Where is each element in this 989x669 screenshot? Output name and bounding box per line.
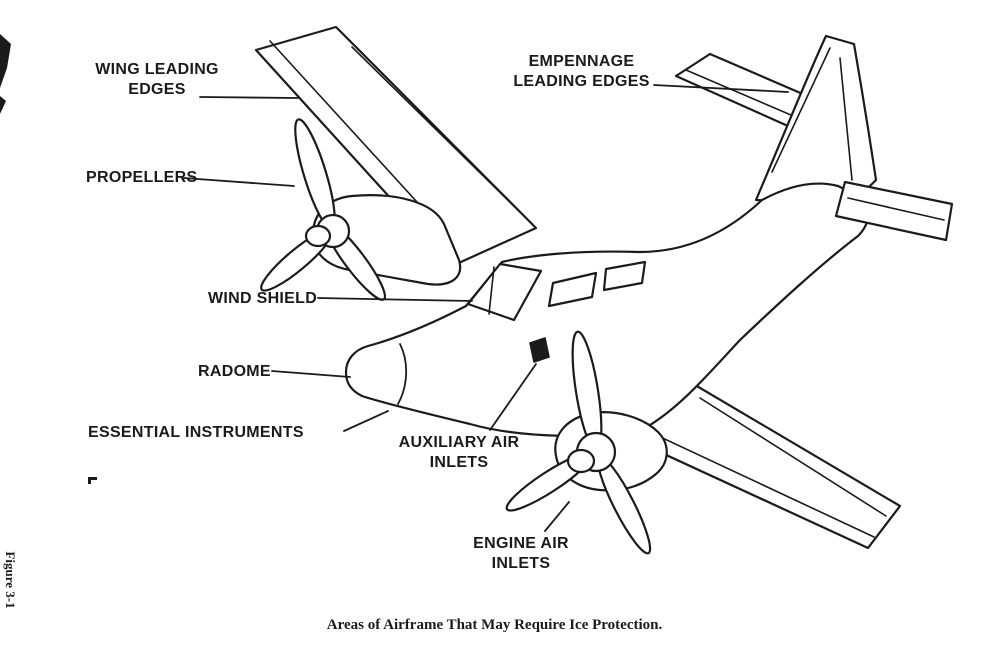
fin-deicer-boot-line [771,47,831,173]
leader-line-essential-instruments [343,410,389,432]
figure-number: Figure 3-1 [3,551,18,609]
right-propeller [505,330,652,555]
scan-artifact [0,34,97,484]
left-propeller-spinner [304,224,332,248]
radome-panel-line [397,343,408,405]
label-auxiliary-air-inlets: AUXILIARY AIR INLETS [398,434,520,471]
leader-line-wing-leading-edges [199,96,299,99]
cabin-window [602,260,647,292]
leader-line-radome [271,370,351,378]
right-wing-flap-line [699,397,887,517]
leader-line-auxiliary-air-inlets [489,363,537,431]
right-horizontal-stabilizer [834,180,954,242]
label-radome: RADOME [198,363,271,380]
leader-line-empennage-leading-edges [653,84,789,93]
right-propeller-spinner [566,448,596,474]
leader-line-wind-shield [317,297,473,302]
label-wind-shield: WIND SHIELD [208,290,318,307]
leader-line-propellers [183,177,295,187]
leader-line-engine-air-inlets [544,501,570,532]
stabilizer-deicer-boot-line [685,69,799,119]
figure-caption: Areas of Airframe That May Require Ice P… [326,617,663,633]
windshield-divider [488,266,495,315]
windshield [466,262,543,322]
cabin-window [547,271,598,308]
elevator-line [847,197,945,221]
rudder-line [839,57,853,181]
left-propeller [260,118,387,301]
label-empennage-leading-edges: EMPENNAGE LEADING EDGES [513,53,650,90]
label-propellers: PROPELLERS [86,169,198,186]
label-engine-air-inlets: ENGINE AIR INLETS [473,535,569,572]
auxiliary-air-inlet [529,337,550,363]
label-essential-instruments: ESSENTIAL INSTRUMENTS [88,424,304,441]
left-wing-flap-line [351,46,521,213]
vertical-fin [754,34,878,206]
label-wing-leading-edges: WING LEADING EDGES [95,61,219,98]
